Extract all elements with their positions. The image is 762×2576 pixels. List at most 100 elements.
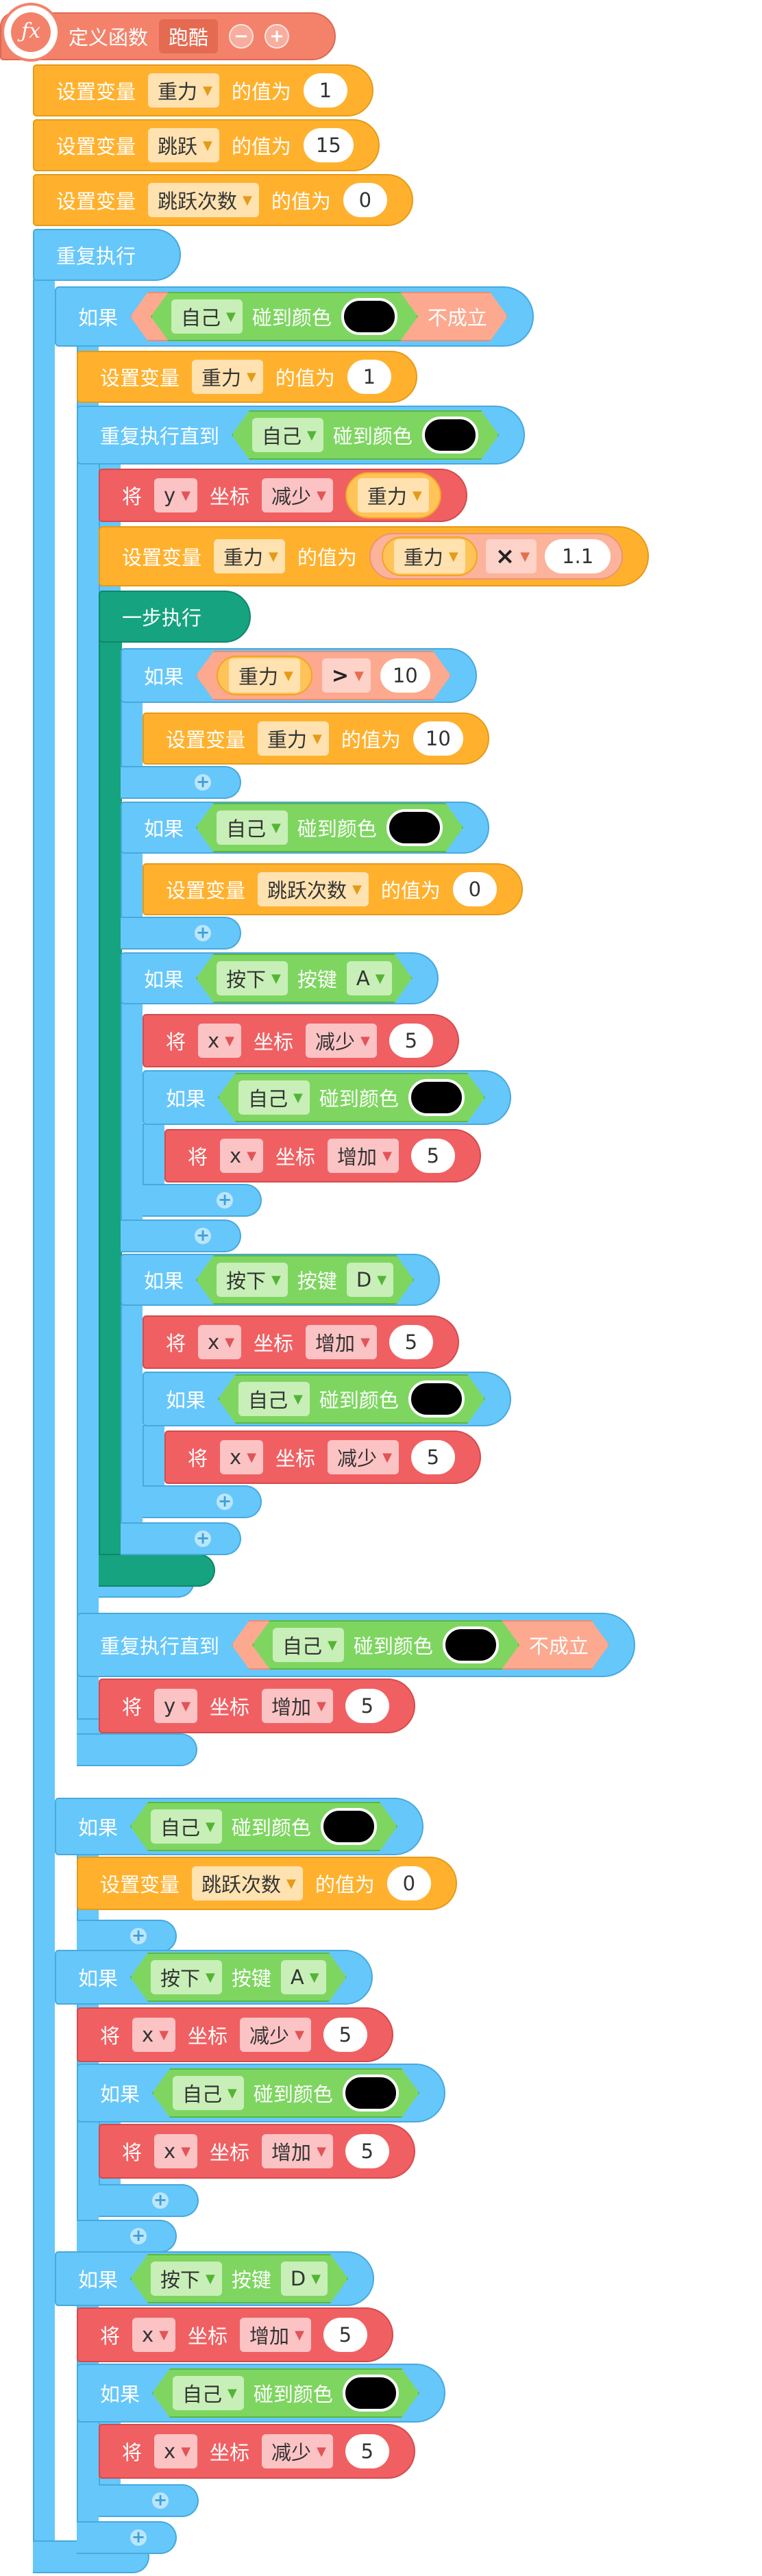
if-block[interactable]: 如果 按下▼ 按键 A▼ (121, 952, 439, 1004)
change-coordinate-block[interactable]: 将 x▼ 坐标 增加▼ 5 (143, 1315, 459, 1369)
touching-color-condition[interactable]: 自己▼ 碰到颜色 (196, 803, 463, 852)
if4-add-icon[interactable]: + (130, 2527, 147, 2547)
value-input[interactable]: 5 (323, 2018, 367, 2052)
if-d-inner-foot[interactable] (143, 1485, 262, 1518)
color-swatch[interactable] (422, 417, 478, 454)
value-input[interactable]: 5 (410, 1139, 455, 1173)
step-execute-block[interactable]: 一步执行 (99, 591, 251, 643)
if3-foot[interactable] (77, 2220, 177, 2253)
set-variable-block[interactable]: 设置变量 重力▼ 的值为 1 (33, 64, 373, 116)
press-dropdown[interactable]: 按下▼ (217, 1263, 288, 1297)
color-swatch[interactable] (343, 2375, 399, 2412)
operation-dropdown[interactable]: 增加▼ (262, 2134, 333, 2168)
operator-dropdown[interactable]: ×▼ (485, 539, 537, 573)
change-coordinate-block[interactable]: 将 x▼ 坐标 减少▼ 5 (143, 1014, 459, 1067)
operation-dropdown[interactable]: 增加▼ (262, 1689, 333, 1723)
change-coordinate-block[interactable]: 将 x▼ 坐标 增加▼ 5 (99, 2124, 415, 2179)
axis-dropdown[interactable]: x▼ (132, 2318, 176, 2352)
variable-dropdown[interactable]: 跳跃次数▼ (258, 872, 369, 906)
sprite-dropdown[interactable]: 自己▼ (151, 1809, 222, 1844)
operation-dropdown[interactable]: 增加▼ (306, 1325, 377, 1359)
touching-color-condition[interactable]: 自己▼ 碰到颜色 (252, 1620, 519, 1670)
value-input[interactable]: 5 (389, 1024, 433, 1058)
if-block[interactable]: 如果 自己▼ 碰到颜色 (143, 1372, 511, 1426)
change-coordinate-block[interactable]: 将 x▼ 坐标 减少▼ 5 (77, 2007, 393, 2062)
touching-color-condition[interactable]: 自己▼ 碰到颜色 (232, 410, 499, 460)
if-block[interactable]: 如果 按下▼ 按键 A▼ (55, 1950, 373, 2005)
comparison-dropdown[interactable]: >▼ (322, 658, 371, 693)
change-coordinate-block[interactable]: 将 y▼ 坐标 增加▼ 5 (99, 1679, 415, 1733)
set-variable-block[interactable]: 设置变量 重力▼ 的值为 重力▼ ×▼ 1.1 (99, 526, 650, 586)
value-input[interactable]: 5 (345, 2434, 389, 2468)
change-coordinate-block[interactable]: 将 x▼ 坐标 减少▼ 5 (99, 2424, 415, 2479)
touching-color-condition[interactable]: 自己▼ 碰到颜色 (152, 2368, 419, 2418)
sprite-dropdown[interactable]: 自己▼ (173, 2376, 244, 2410)
if-block[interactable]: 如果 重力▼ >▼ 10 (121, 648, 477, 703)
axis-dropdown[interactable]: y▼ (154, 478, 198, 512)
press-dropdown[interactable]: 按下▼ (217, 961, 288, 995)
value-input[interactable]: 0 (343, 183, 387, 217)
color-swatch[interactable] (321, 1808, 377, 1845)
variable-dropdown[interactable]: 重力▼ (258, 721, 329, 756)
key-pressed-condition[interactable]: 按下▼ 按键 D▼ (130, 2254, 348, 2303)
value-input[interactable]: 1 (303, 73, 347, 108)
change-coordinate-block[interactable]: 将 y▼ 坐标 减少▼ 重力▼ (99, 469, 467, 522)
repeat-until-block[interactable]: 重复执行直到 自己▼ 碰到颜色 不成立 (77, 1613, 635, 1677)
key-pressed-condition[interactable]: 按下▼ 按键 A▼ (196, 954, 413, 1003)
press-dropdown[interactable]: 按下▼ (151, 2262, 222, 2296)
if-gt-foot[interactable] (121, 766, 241, 799)
color-swatch[interactable] (443, 1626, 499, 1663)
axis-dropdown[interactable]: x▼ (154, 2134, 198, 2168)
if-block[interactable]: 如果 自己▼ 碰到颜色 (55, 1798, 423, 1855)
operation-dropdown[interactable]: 减少▼ (262, 2434, 333, 2468)
if-a-foot[interactable] (121, 1219, 241, 1252)
sprite-dropdown[interactable]: 自己▼ (217, 810, 288, 845)
not-condition[interactable]: 自己▼ 碰到颜色 不成立 (232, 1620, 609, 1670)
key-dropdown[interactable]: A▼ (281, 1960, 326, 1994)
variable-dropdown[interactable]: 重力▼ (214, 539, 285, 573)
touching-color-condition[interactable]: 自己▼ 碰到颜色 (151, 292, 418, 341)
if4-inner-foot[interactable] (99, 2484, 199, 2517)
if-touch-add-icon[interactable]: + (195, 923, 211, 942)
axis-dropdown[interactable]: x▼ (132, 2018, 176, 2052)
sprite-dropdown[interactable]: 自己▼ (171, 299, 243, 334)
if-a-inner-add-icon[interactable]: + (217, 1190, 233, 1209)
value-input[interactable]: 15 (303, 128, 354, 162)
if-block[interactable]: 如果 自己▼ 碰到颜色 (143, 1070, 511, 1125)
if-d-foot[interactable] (121, 1522, 241, 1555)
axis-dropdown[interactable]: x▼ (220, 1139, 264, 1173)
set-variable-block[interactable]: 设置变量 重力▼ 的值为 1 (77, 351, 417, 403)
value-input[interactable]: 10 (413, 721, 463, 756)
step-foot[interactable] (99, 1554, 215, 1587)
operation-dropdown[interactable]: 减少▼ (328, 1440, 399, 1474)
add-param-button[interactable]: + (265, 24, 290, 49)
sprite-dropdown[interactable]: 自己▼ (273, 1628, 344, 1662)
until2-foot[interactable] (77, 1733, 197, 1766)
value-input[interactable]: 1 (347, 360, 391, 394)
if-d-add-icon[interactable]: + (195, 1528, 211, 1548)
if4-foot[interactable] (77, 2521, 177, 2554)
if-block[interactable]: 如果 自己▼ 碰到颜色 (121, 802, 489, 854)
remove-param-button[interactable]: − (229, 24, 254, 49)
value-input[interactable]: 5 (345, 1689, 389, 1723)
if3-inner-add-icon[interactable]: + (152, 2190, 169, 2209)
variable-dropdown[interactable]: 重力▼ (148, 73, 219, 108)
if3-add-icon[interactable]: + (130, 2226, 147, 2245)
variable-dropdown[interactable]: 跳跃次数▼ (148, 183, 259, 217)
if-gt-add-icon[interactable]: + (195, 772, 211, 791)
sprite-dropdown[interactable]: 自己▼ (173, 2076, 244, 2110)
color-swatch[interactable] (386, 809, 443, 846)
color-swatch[interactable] (408, 1079, 465, 1116)
value-input[interactable]: 5 (323, 2318, 367, 2352)
key-pressed-condition[interactable]: 按下▼ 按键 A▼ (130, 1953, 347, 2002)
variable-reporter[interactable]: 重力▼ (345, 472, 441, 519)
sprite-dropdown[interactable]: 自己▼ (238, 1382, 310, 1416)
value-input[interactable]: 5 (389, 1325, 433, 1359)
forever-block[interactable]: 重复执行 (33, 229, 181, 281)
repeat-until-block[interactable]: 重复执行直到 自己▼ 碰到颜色 (77, 406, 525, 465)
change-coordinate-block[interactable]: 将 x▼ 坐标 增加▼ 5 (77, 2307, 393, 2362)
set-variable-block[interactable]: 设置变量 跳跃次数▼ 的值为 0 (143, 863, 523, 915)
key-dropdown[interactable]: D▼ (347, 1263, 393, 1297)
color-swatch[interactable] (341, 298, 397, 335)
